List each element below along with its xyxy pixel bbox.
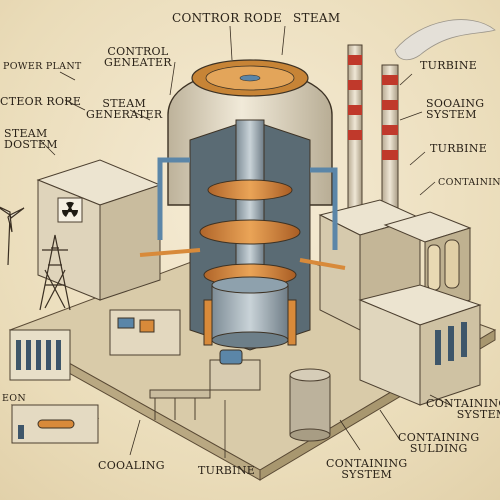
label-steam-generater: STEAM GENERATER	[86, 97, 163, 121]
label-power-plant: POWER PLANT	[3, 61, 82, 72]
left-building	[36, 159, 162, 301]
label-eon: EON	[2, 393, 26, 404]
label-control-generater: CONTROL GENEATER	[104, 45, 172, 69]
power-pylon-icon	[39, 234, 71, 311]
label-containing-right: CONTAINING	[438, 177, 500, 188]
reactor-building	[139, 59, 346, 351]
label-containing-system-right: CONTAINING SYSTEM	[426, 397, 500, 421]
label-turbine-bottom: TURBINE	[198, 464, 256, 477]
right-buildings	[318, 199, 482, 406]
lower-machinery	[9, 309, 331, 444]
label-containing-system-bottom: CONTAINING SYSTEM	[326, 457, 408, 481]
label-coolaling: COOALING	[98, 459, 165, 472]
label-reactor-rore: CTEOR RORE	[0, 95, 82, 108]
leader-lines	[39, 25, 451, 458]
label-control-rode: CONTROR RODE	[172, 11, 283, 25]
steam-plume	[394, 19, 496, 61]
label-turbine-right: TURBINE	[430, 142, 488, 155]
reactor-vessel	[211, 284, 289, 341]
label-soaking-system: SOOAING SYSTEM	[426, 97, 485, 121]
wind-turbine-icon	[0, 206, 25, 266]
label-steam-top: STEAM	[293, 11, 341, 25]
exhaust-stacks	[347, 19, 496, 246]
label-steam-left: STEAM DOSTEM	[4, 127, 58, 151]
label-containing-sulding: CONTAINING SULDING	[398, 431, 480, 455]
radiation-icon	[61, 201, 79, 217]
label-turbine-top-right: TURBINE	[420, 59, 478, 72]
cooling-tank	[289, 374, 331, 436]
